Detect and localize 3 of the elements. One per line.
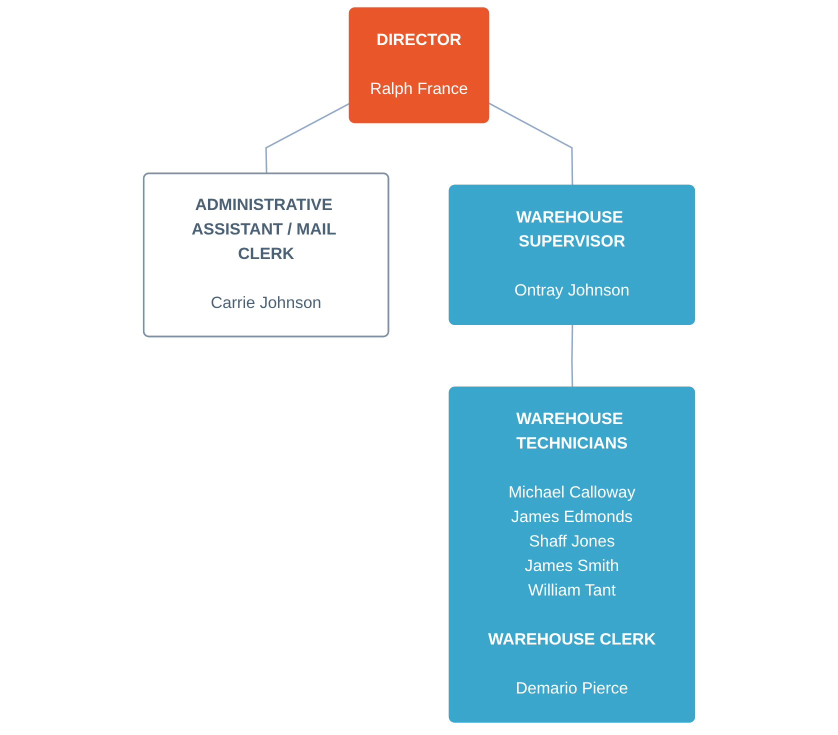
connector (488, 102, 574, 186)
connector (571, 324, 574, 388)
connector (265, 102, 351, 174)
